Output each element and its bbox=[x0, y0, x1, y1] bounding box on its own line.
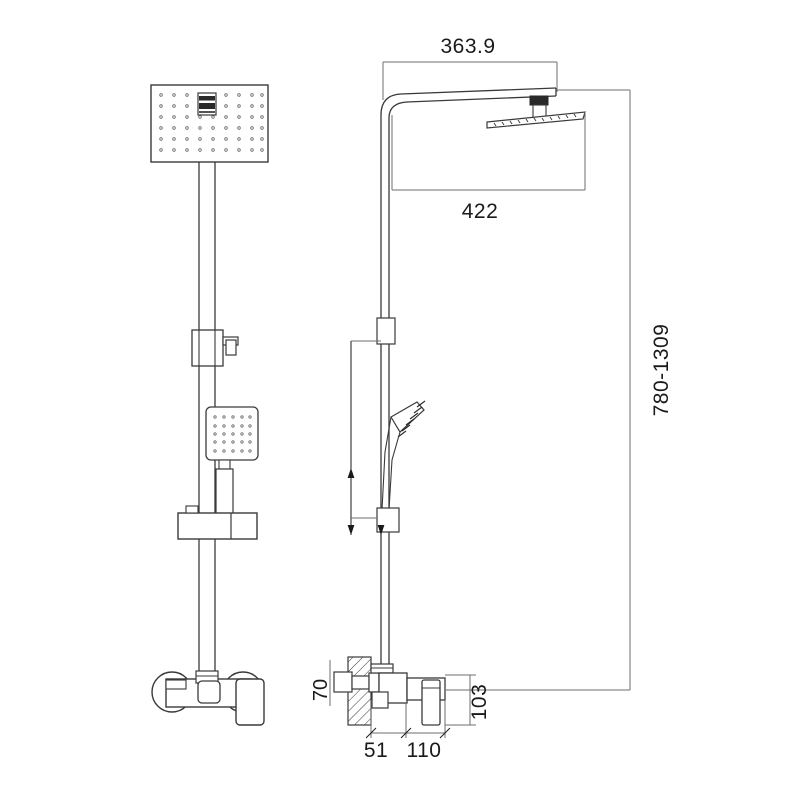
curved-shower-arm-side bbox=[380, 87, 557, 700]
dimension-label-head-width: 422 bbox=[462, 200, 499, 223]
dimension-label-valve-body-length: 110 bbox=[407, 739, 442, 762]
dimension-head-width bbox=[391, 112, 586, 191]
dimension-label-arm-reach: 363.9 bbox=[440, 35, 495, 58]
front-view bbox=[150, 84, 269, 726]
dimension-lines bbox=[329, 61, 631, 739]
dimension-arm-reach bbox=[382, 61, 558, 100]
dimension-label-valve-offset: 51 bbox=[364, 739, 388, 762]
dimension-labels: 363.9 422 780-1309 70 51 110 103 bbox=[310, 35, 673, 762]
dimension-valve-height bbox=[445, 674, 476, 726]
mixer-valve-body-side bbox=[333, 663, 446, 726]
hand-shower-front bbox=[205, 406, 259, 524]
dimension-label-overall-height: 780-1309 bbox=[650, 324, 673, 417]
dimension-label-valve-height: 103 bbox=[468, 684, 491, 721]
diverter-bar-front bbox=[177, 505, 258, 540]
side-view bbox=[333, 87, 586, 726]
rain-shower-head-side bbox=[486, 95, 586, 129]
mixer-valve-body-front bbox=[151, 670, 265, 726]
dimension-bottom-widths bbox=[365, 700, 451, 739]
dimension-slider-travel bbox=[347, 340, 385, 535]
dimension-label-wall-inlet-depth: 70 bbox=[310, 679, 332, 701]
slider-bracket-front bbox=[191, 329, 239, 367]
rain-shower-head-front bbox=[150, 84, 269, 163]
slider-bracket-side bbox=[376, 317, 396, 345]
hand-shower-side bbox=[376, 400, 426, 533]
dimension-overall-height bbox=[446, 89, 631, 691]
